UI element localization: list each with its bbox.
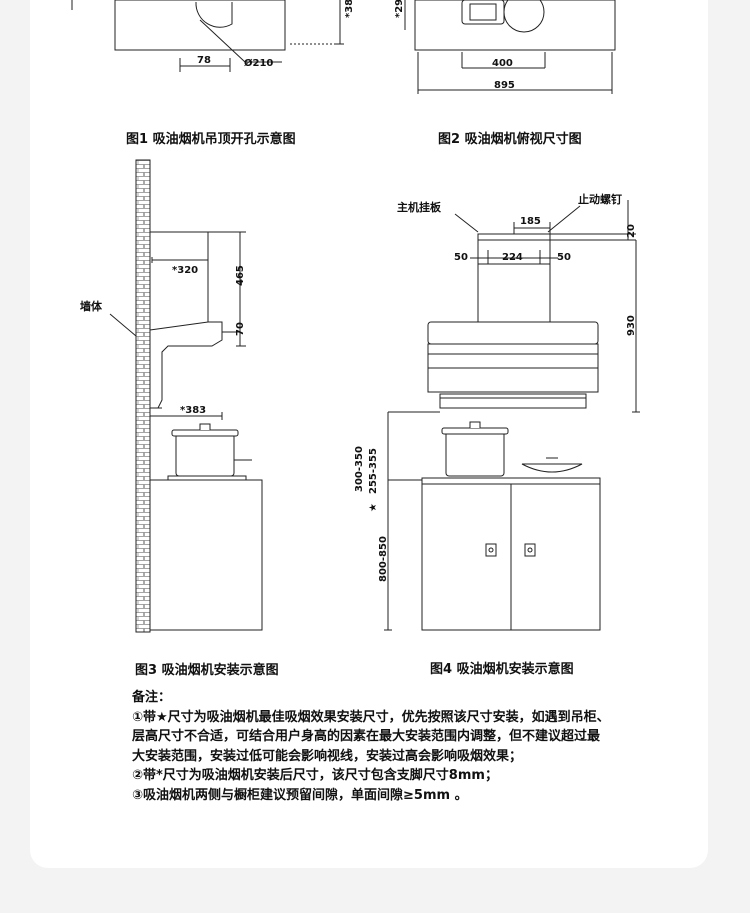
- dim-320: *320: [172, 265, 198, 276]
- dim-383-top: *383: [344, 0, 355, 18]
- notes-title: 备注：: [132, 690, 172, 705]
- label-wall: 墙体: [80, 299, 103, 313]
- figure-4-front-install: [384, 200, 640, 631]
- dim-210: Ø210: [244, 57, 273, 69]
- dim-185: 185: [520, 216, 541, 227]
- dim-400: 400: [492, 58, 513, 69]
- dim-255-355: 255-355: [368, 448, 379, 494]
- label-screw: 止动螺钉: [578, 192, 622, 206]
- notes-line-1: ①带★尺寸为吸油烟机最佳吸烟效果安装尺寸，优先按照该尺寸安装，如遇到吊柜、: [132, 709, 610, 725]
- dim-465: 465: [235, 265, 246, 286]
- label-main-hanger: 主机挂板: [397, 200, 442, 214]
- motor-circle: [503, 0, 545, 33]
- dim-78: 78: [197, 55, 211, 66]
- dim-70: 70: [235, 322, 246, 336]
- caption-fig3: 图3 吸油烟机安装示意图: [135, 663, 279, 678]
- caption-fig2: 图2 吸油烟机俯视尺寸图: [438, 132, 582, 147]
- brick-wall: [135, 159, 151, 633]
- dim-29: *29: [394, 0, 405, 18]
- pot-front: [445, 429, 505, 477]
- duct-hole-arc: [195, 1, 233, 28]
- dim-50-right: 50: [557, 252, 571, 263]
- cabinet: [149, 479, 263, 631]
- notes-line-2: 层高尺寸不合适，可结合用户身高的因素在最大安装范围内调整，但不建议超过最: [132, 729, 601, 744]
- dim-895: 895: [494, 80, 515, 91]
- notes-line-5: ③吸油烟机两侧与橱柜建议预留间隙，单面间隙≥5mm 。: [132, 787, 468, 803]
- figure-1-ceiling-cutout: [71, 0, 344, 72]
- chimney-duct: [477, 263, 551, 323]
- hood-top-outline: [414, 0, 616, 51]
- wok: [521, 463, 583, 473]
- dim-20: 20: [626, 224, 637, 238]
- dim-star: ★: [368, 503, 379, 512]
- hood-body: [427, 321, 599, 345]
- caption-fig4: 图4 吸油烟机安装示意图: [430, 662, 574, 677]
- dim-300-350: 300-350: [354, 446, 365, 492]
- notes-block: 备注： ①带★尺寸为吸油烟机最佳吸烟效果安装尺寸，优先按照该尺寸安装，如遇到吊柜…: [132, 688, 712, 805]
- dim-930: 930: [626, 315, 637, 336]
- caption-fig1: 图1 吸油烟机吊顶开孔示意图: [126, 132, 296, 147]
- pot: [175, 433, 235, 477]
- ceiling-plate: [114, 0, 286, 51]
- dim-800-850: 800-850: [378, 536, 389, 582]
- dim-383: *383: [180, 405, 206, 416]
- figure-3-side-install: [109, 159, 263, 633]
- notes-line-3: 大安装范围，安装过低可能会影响视线，安装过高会影响吸烟效果；: [132, 748, 523, 764]
- hood-side-profile: [149, 321, 223, 409]
- dim-224: 224: [502, 252, 523, 263]
- notes-line-4: ②带*尺寸为吸油烟机安装后尺寸，该尺寸包含支脚尺寸8mm；: [132, 768, 498, 783]
- mounting-plate: [477, 233, 551, 265]
- dim-50-left: 50: [454, 252, 468, 263]
- figure-2-top-view: [404, 0, 616, 94]
